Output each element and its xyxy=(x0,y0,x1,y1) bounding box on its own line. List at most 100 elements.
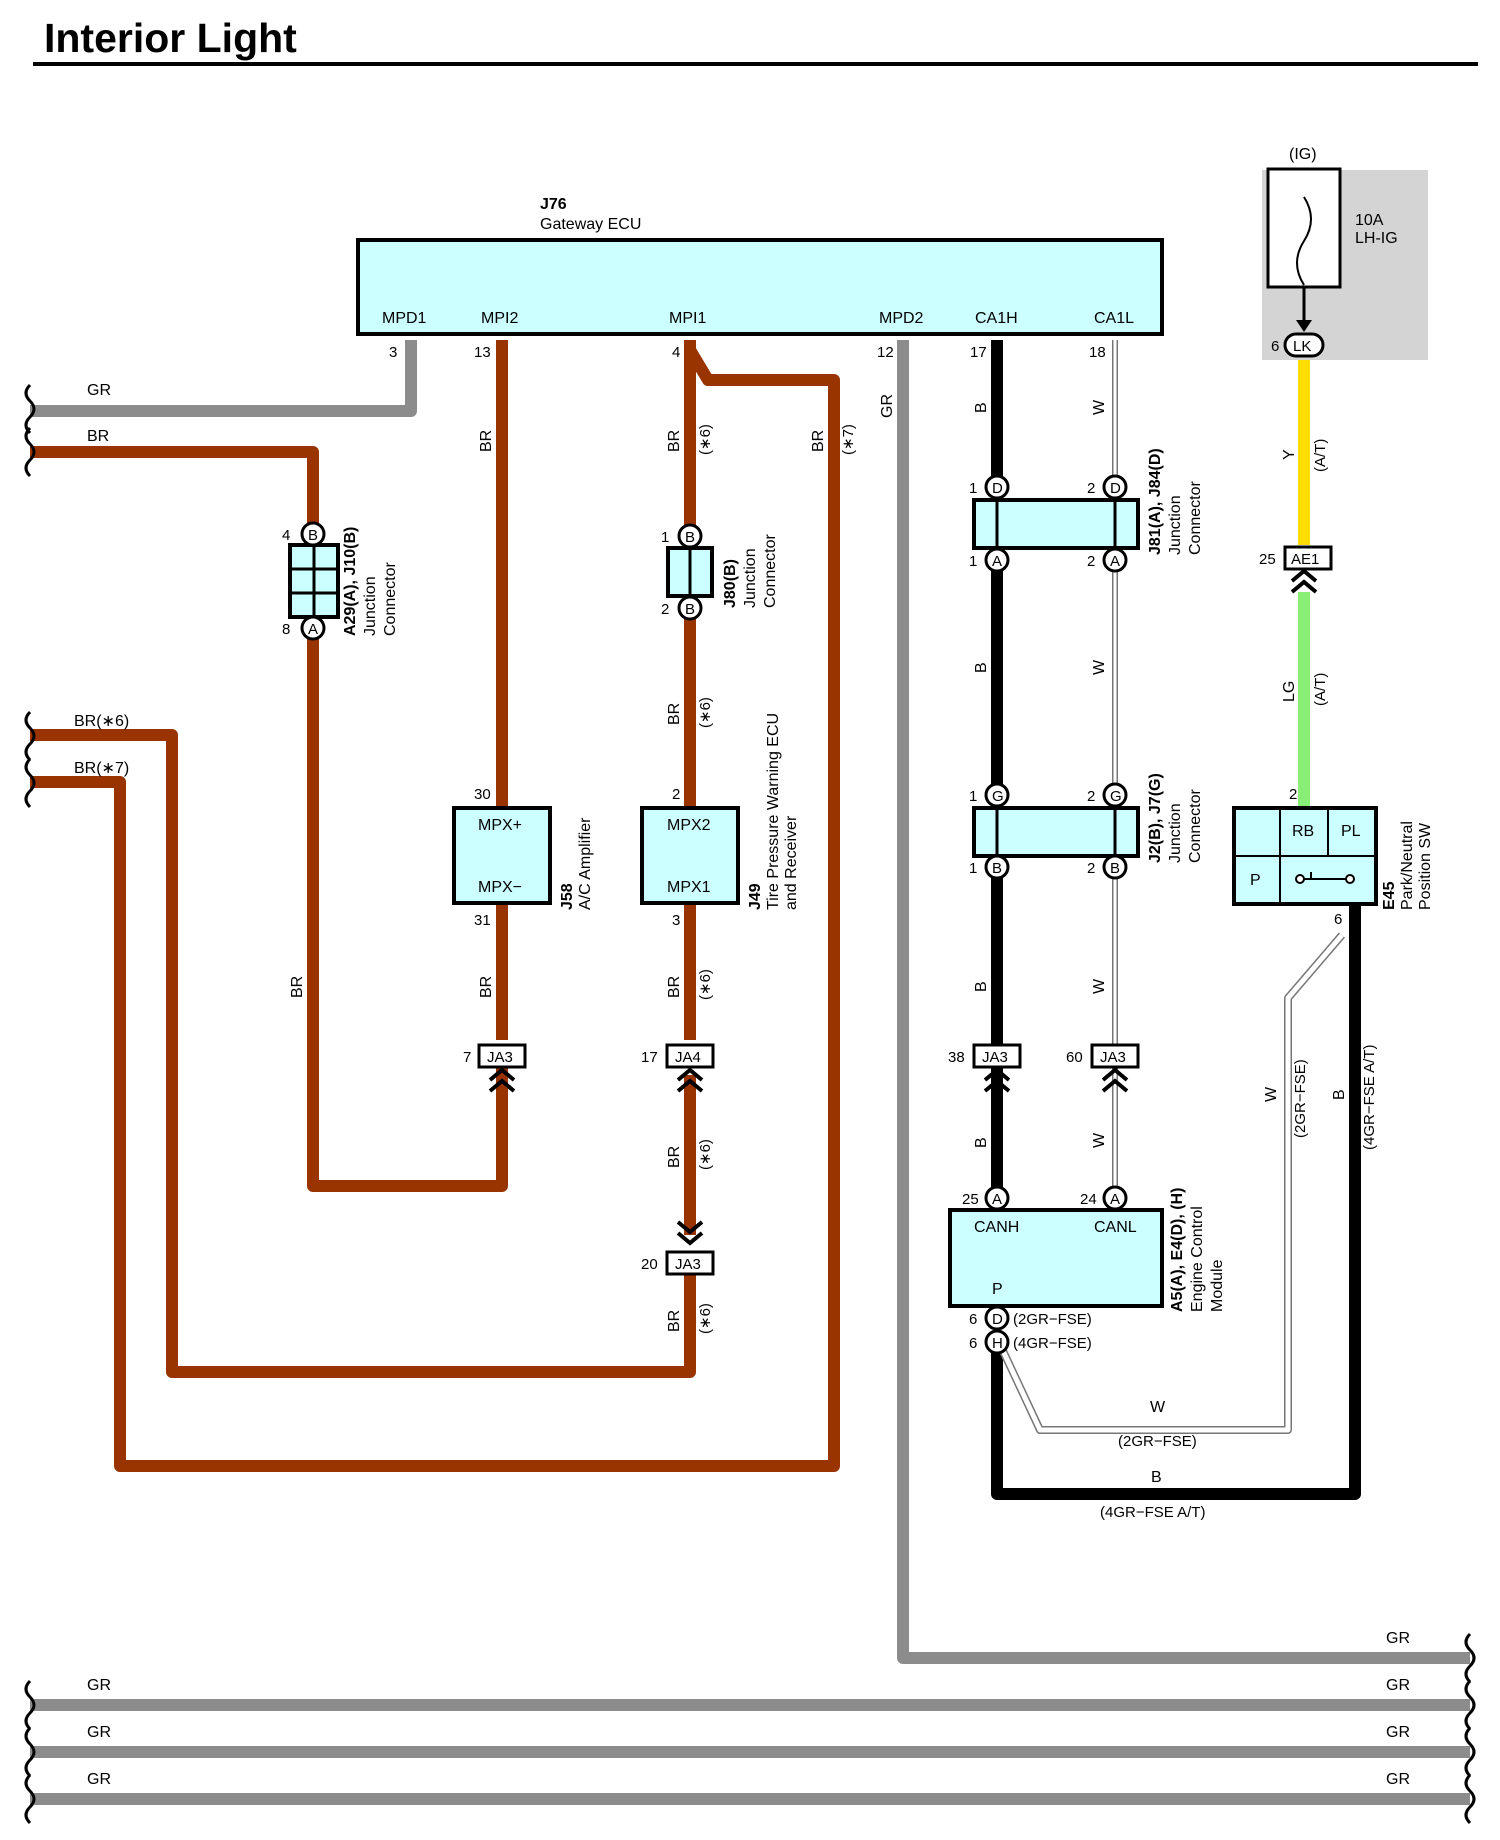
j81-tl-pin: 1 xyxy=(969,480,977,497)
j76-pin-mpd1: MPD1 xyxy=(382,310,427,327)
wl-br-mpi1: BR xyxy=(666,430,683,452)
wire-br-6-loop xyxy=(30,729,696,1378)
j81-line2: Connector xyxy=(1187,481,1204,555)
j81-br-letter: A xyxy=(1110,553,1120,570)
connector-ja3-7 xyxy=(477,1043,527,1069)
wl-br-mpi2: BR xyxy=(478,430,495,452)
j2-bl-pin: 1 xyxy=(969,860,977,877)
switch-contact-icon xyxy=(1295,872,1355,884)
wire-b-ecm-e45 xyxy=(991,897,1361,1500)
a5-canl-pin: 24 xyxy=(1080,1191,1097,1208)
wl-br-a29: BR xyxy=(289,976,306,998)
e45-line1: Park/Neutral xyxy=(1399,821,1416,910)
fuse-name: LH-IG xyxy=(1355,230,1398,247)
wl-br-branch: BR xyxy=(810,430,827,452)
j58-name: A/C Amplifier xyxy=(577,817,594,910)
fuse-symbol xyxy=(1266,167,1342,289)
wl-lg: LG xyxy=(1281,681,1298,702)
wl-gr-b3-left: GR xyxy=(87,1771,111,1788)
wl-w-2: W xyxy=(1091,659,1108,675)
j76-pin-ca1h: CA1H xyxy=(975,310,1018,327)
j76-pinnum-mpi1: 4 xyxy=(672,344,680,361)
ja3-60-pin: 60 xyxy=(1066,1049,1083,1066)
j81-tr-letter: D xyxy=(1110,480,1121,497)
j80-line1: Junction xyxy=(742,548,759,608)
e45-p: P xyxy=(1250,872,1261,889)
wl-w-1: W xyxy=(1091,399,1108,415)
ja3-20-pin: 20 xyxy=(641,1256,658,1273)
j76-pinnum-mpi2: 13 xyxy=(474,344,491,361)
j2-tl-letter: G xyxy=(992,788,1004,805)
wl-gr-b2-left: GR xyxy=(87,1724,111,1741)
wl-w-3: W xyxy=(1091,978,1108,994)
a29-bot-pin: 8 xyxy=(282,621,290,638)
j2-tr-pin: 2 xyxy=(1087,788,1095,805)
j58-pin-bot-label: MPX− xyxy=(478,879,522,896)
j58-pin-top: 30 xyxy=(474,786,491,803)
j2-bl-letter: B xyxy=(992,860,1002,877)
e45-line2: Position SW xyxy=(1417,822,1434,910)
wl-br-j49b: BR xyxy=(666,976,683,998)
j76-name: Gateway ECU xyxy=(540,216,641,233)
a5-ph-note: (4GR−FSE) xyxy=(1013,1335,1092,1352)
j76-pinnum-ca1h: 17 xyxy=(970,344,987,361)
wl-n6-b: (∗6) xyxy=(697,697,714,728)
wl-gr-b2-right: GR xyxy=(1386,1724,1410,1741)
j80-terminal-bottom xyxy=(677,595,703,621)
wl-b-2: B xyxy=(973,662,990,673)
j80-top-pin: 1 xyxy=(661,529,669,546)
ja3-60-label: JA3 xyxy=(1100,1049,1126,1066)
connector-ja4-17 xyxy=(665,1043,715,1069)
e45-code: E45 xyxy=(1381,881,1398,910)
a29-code: A29(A), J10(B) xyxy=(342,527,359,636)
j81-bl-letter: A xyxy=(992,553,1002,570)
ja3-38-pin: 38 xyxy=(948,1049,965,1066)
a29-line2: Connector xyxy=(382,562,399,636)
j2-br-letter: B xyxy=(1110,860,1120,877)
wl-n6-a: (∗6) xyxy=(697,424,714,455)
j49-code: J49 xyxy=(747,883,764,910)
wire-gr-mpd1 xyxy=(30,340,417,417)
j76-pinnum-ca1l: 18 xyxy=(1089,344,1106,361)
ja3-38-label: JA3 xyxy=(982,1049,1008,1066)
j81-tl-letter: D xyxy=(992,480,1003,497)
wl-n6-c: (∗6) xyxy=(697,969,714,1000)
e45-rb: RB xyxy=(1292,823,1314,840)
wl-br-ja4: BR xyxy=(666,1146,683,1168)
a5-line2: Module xyxy=(1209,1259,1226,1312)
wl-br7: BR(∗7) xyxy=(74,760,129,777)
j81-bl-pin: 1 xyxy=(969,553,977,570)
j2-tl-pin: 1 xyxy=(969,788,977,805)
wl-w-2gr-vert-note: (2GR−FSE) xyxy=(1292,1059,1309,1138)
j2-tr-letter: G xyxy=(1110,788,1122,805)
fuse-conn-label: LK xyxy=(1293,338,1311,355)
wl-w-bottom: W xyxy=(1150,1399,1166,1416)
wl-gr-b3-right: GR xyxy=(1386,1771,1410,1788)
j80-top-letter: B xyxy=(685,529,695,546)
wl-at-y: (A/T) xyxy=(1312,439,1329,472)
j2-line1: Junction xyxy=(1167,803,1184,863)
wire-br-mpi1-branch xyxy=(30,346,840,1472)
wl-br6: BR(∗6) xyxy=(74,713,129,730)
a5-pd-pin: 6 xyxy=(969,1311,977,1328)
j81-terminal-bl xyxy=(984,547,1010,573)
a5-terminal-canl xyxy=(1102,1185,1128,1211)
j81-br-pin: 2 xyxy=(1087,553,1095,570)
j58-pin-bot: 31 xyxy=(474,912,491,929)
connector-ae1 xyxy=(1283,545,1333,571)
j49-pin-top-label: MPX2 xyxy=(667,817,711,834)
wl-b-4: B xyxy=(973,1137,990,1148)
ja3-60-chevron-icon xyxy=(1101,1067,1129,1093)
fuse-conn-pin: 6 xyxy=(1271,338,1279,355)
ja4-17-chevron-icon xyxy=(676,1067,704,1093)
fuse-rating: 10A xyxy=(1355,212,1384,229)
j76-pin-mpd2: MPD2 xyxy=(879,310,924,327)
ja4-17-pin: 17 xyxy=(641,1049,658,1066)
j2-terminal-br xyxy=(1102,854,1128,880)
a5-canh-pin: 25 xyxy=(962,1191,979,1208)
ja4-17-label: JA4 xyxy=(675,1049,701,1066)
j2-br-pin: 2 xyxy=(1087,860,1095,877)
j49-tire-pressure-ecu xyxy=(640,806,740,905)
wl-b-4gr-vert-note: (4GR−FSE A/T) xyxy=(1361,1045,1378,1150)
connector-ja3-60 xyxy=(1090,1043,1140,1069)
